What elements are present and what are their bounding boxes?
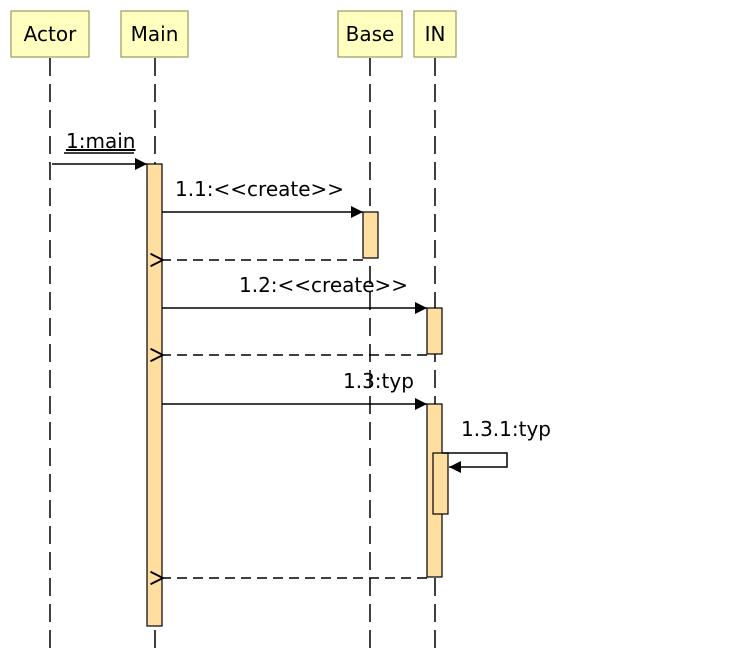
- message-1-1-label: 1.1:<<create>>: [175, 177, 344, 201]
- lifeline-base[interactable]: Base: [337, 10, 403, 58]
- message-1-1-create[interactable]: 1.1:<<create>>: [162, 177, 363, 218]
- message-1-label: 1:main: [66, 129, 135, 153]
- message-1-3-typ[interactable]: 1.3:typ: [162, 369, 427, 410]
- lifeline-in-label: IN: [425, 22, 446, 46]
- message-1-2-create[interactable]: 1.2:<<create>>: [162, 273, 427, 314]
- activation-in-create[interactable]: [426, 307, 443, 355]
- message-1-3-label: 1.3:typ: [343, 369, 414, 393]
- lifeline-base-label: Base: [346, 22, 395, 46]
- activation-main[interactable]: [146, 163, 163, 627]
- message-1-2-label: 1.2:<<create>>: [239, 273, 408, 297]
- message-1-3-1-label: 1.3.1:typ: [461, 417, 551, 441]
- lifeline-actor-label: Actor: [24, 22, 77, 46]
- lifeline-in[interactable]: IN: [413, 10, 457, 58]
- activation-in-self[interactable]: [432, 452, 449, 515]
- lifeline-main-label: Main: [131, 22, 179, 46]
- message-1-main[interactable]: 1:main: [52, 129, 147, 170]
- lifeline-actor[interactable]: Actor: [10, 10, 90, 58]
- lifeline-main[interactable]: Main: [120, 10, 189, 58]
- activation-base[interactable]: [362, 211, 379, 259]
- message-1-3-1-self[interactable]: 1.3.1:typ: [442, 417, 551, 473]
